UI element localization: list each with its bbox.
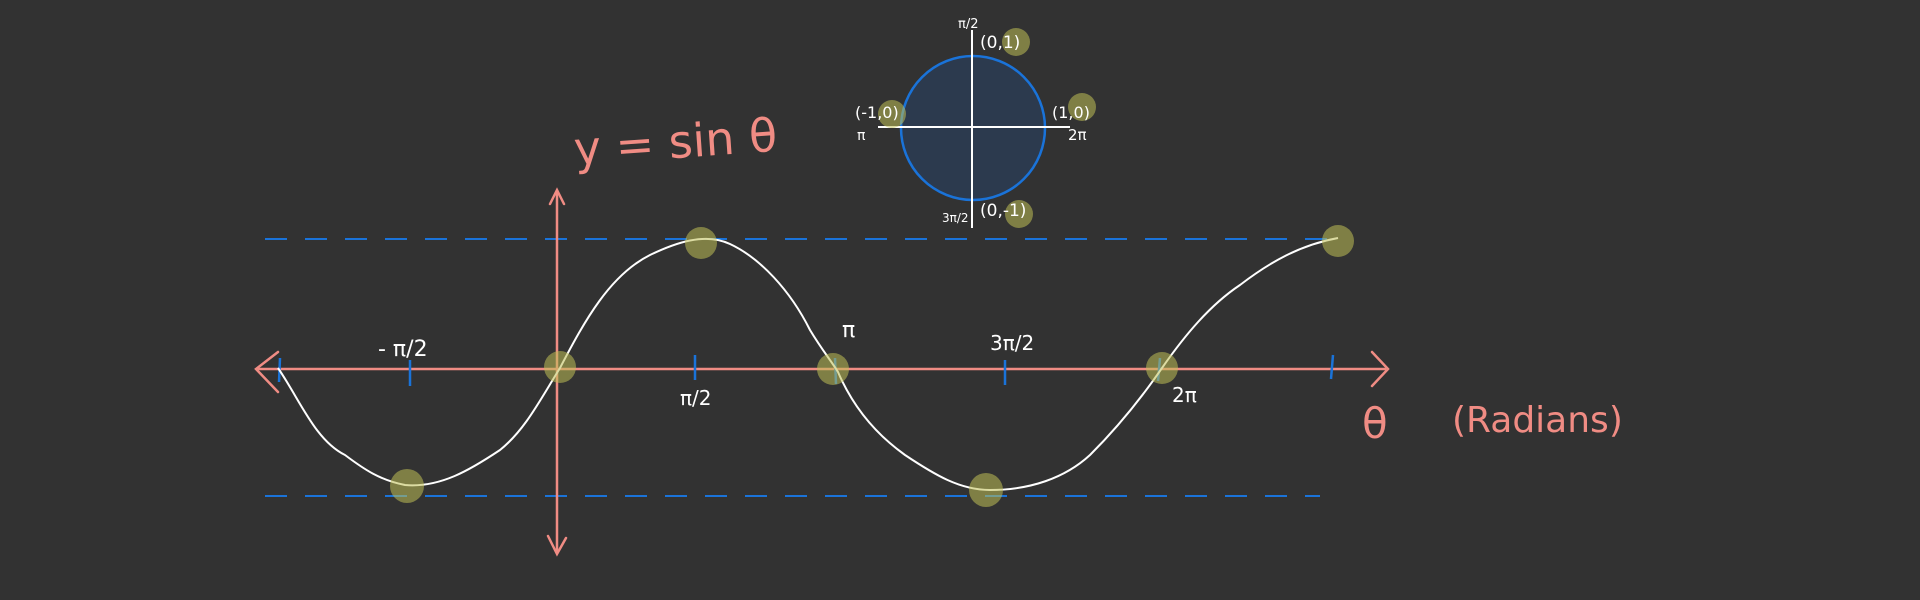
tick-label-pi: π	[842, 318, 855, 343]
sine-curve	[277, 237, 1339, 492]
point-label-left: (-1,0)	[855, 103, 899, 122]
point-label-right: (1,0)	[1052, 103, 1090, 122]
theta-unit-label: (Radians)	[1452, 400, 1623, 441]
y-axis-down-arrow-icon	[546, 534, 568, 557]
tick-label-three-pi-over-2: 3π/2	[990, 331, 1034, 355]
point-pi	[817, 353, 849, 385]
point-label-bottom: (0,-1)	[980, 201, 1026, 221]
unit-circle-diagram: π/2 π 2π 3π/2 (0,1) (-1,0) (1,0) (0,-1)	[855, 17, 1096, 228]
point-min-three-pi-over-2	[969, 473, 1003, 507]
point-max-five-pi-over-2	[1322, 225, 1354, 257]
unit-point-left	[878, 100, 906, 128]
point-two-pi	[1146, 352, 1178, 384]
tick-label-neg-pi-over-2: - π/2	[378, 337, 428, 362]
angle-label-right: 2π	[1068, 126, 1087, 144]
y-axis-up-arrow-icon	[548, 187, 566, 206]
angle-label-bottom: 3π/2	[942, 211, 969, 225]
x-axis-right-arrow-icon	[1370, 350, 1390, 388]
highlight-points	[390, 225, 1354, 507]
x-axis-left-arrow-icon	[254, 350, 280, 394]
unit-point-bottom	[1005, 200, 1033, 228]
tick-label-pi-over-2: π/2	[680, 386, 712, 410]
tick-five-pi-over-2	[1329, 354, 1335, 380]
unit-point-right	[1068, 93, 1096, 121]
angle-label-top: π/2	[958, 17, 978, 32]
point-min-neg-pi-over-2	[390, 469, 424, 503]
unit-point-top	[1002, 28, 1030, 56]
point-max-pi-over-2	[685, 227, 717, 259]
angle-label-left: π	[857, 128, 866, 144]
theta-symbol-label: θ	[1362, 399, 1388, 448]
point-label-top: (0,1)	[980, 33, 1020, 53]
tick-label-two-pi: 2π	[1172, 383, 1197, 407]
equation-label: y = sin θ	[572, 108, 779, 176]
point-origin	[544, 351, 576, 383]
